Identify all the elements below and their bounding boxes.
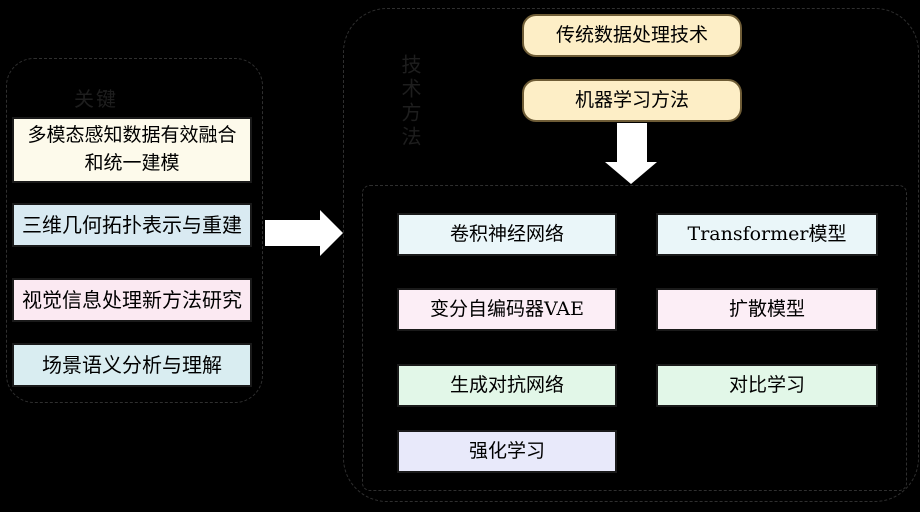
methods-panel-faint-label: 技术方法 (398, 54, 422, 150)
topic-box-3d-geometry: 三维几何拓扑表示与重建 (12, 203, 252, 247)
topic-box-scene-semantics: 场景语义分析与理解 (12, 343, 252, 387)
method-box-gan: 生成对抗网络 (397, 364, 617, 407)
box-traditional-data-processing: 传统数据处理技术 (522, 14, 742, 57)
right-arrow-icon (265, 210, 343, 256)
left-panel-faint-label: 关键 (74, 87, 118, 111)
box-machine-learning-methods: 机器学习方法 (522, 79, 742, 122)
topic-box-multimodal: 多模态感知数据有效融合和统一建模 (12, 117, 252, 183)
method-box-rl: 强化学习 (397, 430, 617, 473)
method-box-diffusion: 扩散模型 (656, 288, 878, 331)
method-box-contrastive: 对比学习 (656, 364, 878, 407)
down-arrow-icon (605, 123, 657, 184)
left-topics-panel (6, 58, 263, 403)
method-box-vae: 变分自编码器VAE (397, 288, 617, 331)
topic-box-visual-info: 视觉信息处理新方法研究 (12, 278, 252, 322)
methods-grid-panel (362, 185, 907, 491)
method-box-cnn: 卷积神经网络 (397, 213, 617, 256)
methods-panel (343, 8, 919, 502)
method-box-transformer: Transformer模型 (656, 213, 878, 256)
